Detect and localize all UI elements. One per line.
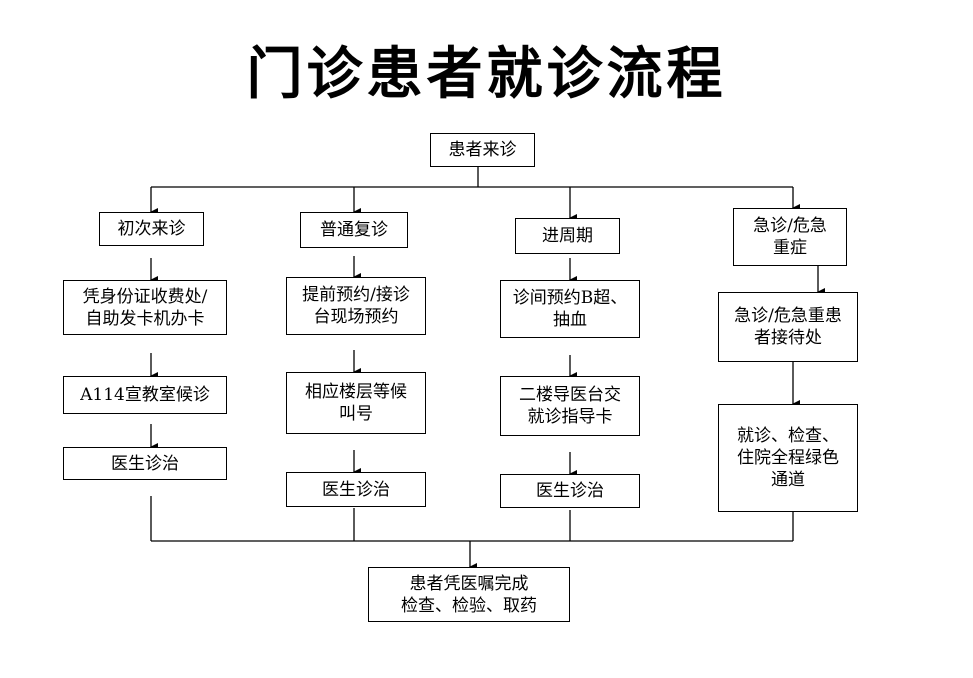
doctor-consult-label-1: 医生诊治 bbox=[111, 453, 179, 474]
doctor-consult-node-2: 医生诊治 bbox=[286, 472, 426, 507]
doctor-consult-label-2: 医生诊治 bbox=[322, 479, 390, 500]
floor-queue-node: 相应楼层等候 叫号 bbox=[286, 372, 426, 434]
follow-up-node: 普通复诊 bbox=[300, 212, 408, 248]
doctor-consult-node-3: 医生诊治 bbox=[500, 474, 640, 508]
first-visit-label: 初次来诊 bbox=[117, 219, 186, 239]
card-registration-node: 凭身份证收费处/ 自助发卡机办卡 bbox=[63, 280, 227, 335]
waiting-room-label: A114宣教室候诊 bbox=[80, 385, 210, 405]
doctor-consult-label-3: 医生诊治 bbox=[536, 481, 604, 501]
guide-desk-label: 二楼导医台交 就诊指导卡 bbox=[519, 385, 621, 427]
ultrasound-blood-label: 诊间预约B超、 抽血 bbox=[512, 288, 628, 330]
appointment-node: 提前预约/接诊 台现场预约 bbox=[286, 277, 426, 335]
emergency-reception-label: 急诊/危急重患 者接待处 bbox=[734, 306, 842, 348]
cycle-node: 进周期 bbox=[515, 218, 620, 254]
floor-queue-label: 相应楼层等候 叫号 bbox=[305, 382, 407, 424]
green-channel-label: 就诊、检查、 住院全程绿色 通道 bbox=[737, 426, 839, 490]
emergency-label: 急诊/危急 重症 bbox=[753, 216, 827, 258]
doctor-consult-node-1: 医生诊治 bbox=[63, 447, 227, 480]
emergency-node: 急诊/危急 重症 bbox=[733, 208, 847, 266]
first-visit-node: 初次来诊 bbox=[99, 212, 204, 246]
appointment-label: 提前预约/接诊 台现场预约 bbox=[302, 285, 410, 327]
green-channel-node: 就诊、检查、 住院全程绿色 通道 bbox=[718, 404, 858, 512]
card-registration-label: 凭身份证收费处/ 自助发卡机办卡 bbox=[82, 286, 208, 329]
ultrasound-blood-node: 诊间预约B超、 抽血 bbox=[500, 280, 640, 338]
end-node: 患者凭医嘱完成 检查、检验、取药 bbox=[368, 567, 570, 622]
guide-desk-node: 二楼导医台交 就诊指导卡 bbox=[500, 376, 640, 436]
page-title: 门诊患者就诊流程 bbox=[246, 41, 727, 107]
start-node-label: 患者来诊 bbox=[448, 140, 517, 160]
emergency-reception-node: 急诊/危急重患 者接待处 bbox=[718, 292, 858, 362]
waiting-room-node: A114宣教室候诊 bbox=[63, 376, 227, 414]
cycle-label: 进周期 bbox=[542, 226, 593, 246]
end-node-label: 患者凭医嘱完成 检查、检验、取药 bbox=[401, 573, 537, 616]
follow-up-label: 普通复诊 bbox=[320, 220, 388, 240]
start-node: 患者来诊 bbox=[430, 133, 535, 167]
